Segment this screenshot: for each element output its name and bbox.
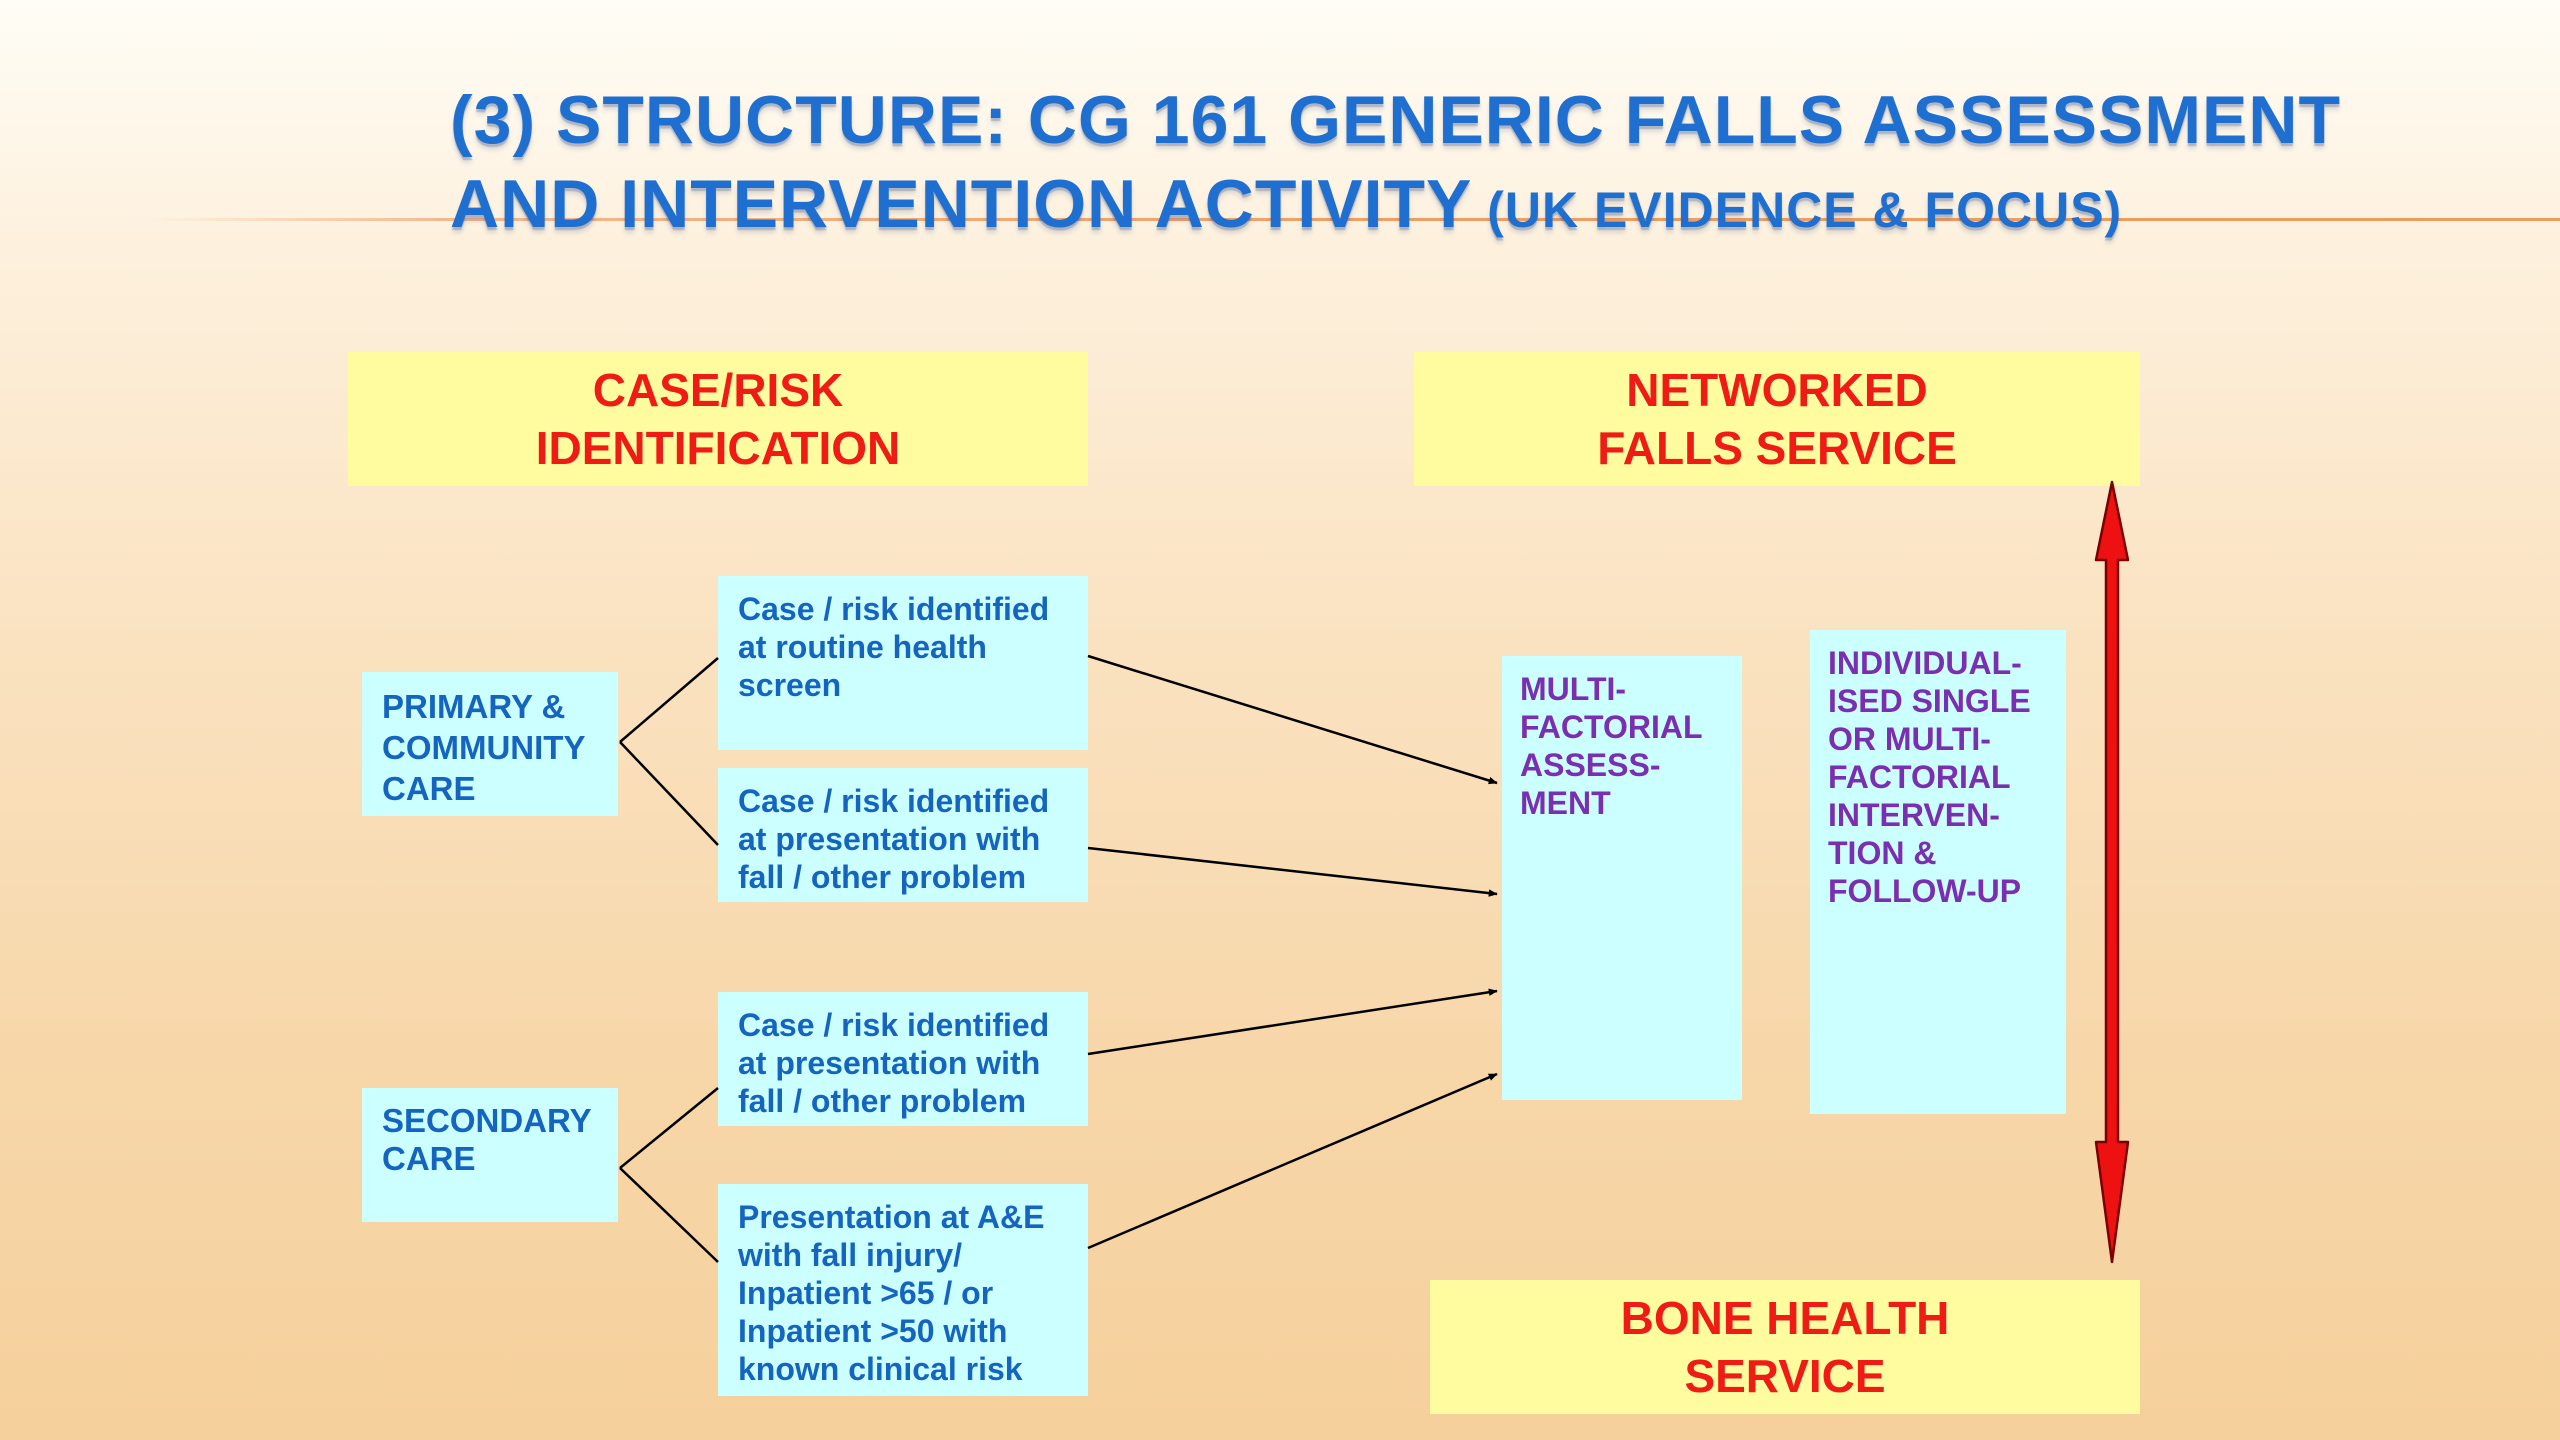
title-underline-rule [150, 218, 2560, 221]
header-case-risk-identification-label: CASE/RISK IDENTIFICATION [535, 364, 901, 474]
presentation-secondary-box: Case / risk identified at presentation w… [718, 992, 1088, 1126]
connector-secondary-to-presentation [619, 1087, 719, 1169]
header-bone-health-service-label: BONE HEALTH SERVICE [1620, 1292, 1950, 1402]
slide-title: (3) Structure: CG 161 Generic Falls Asse… [450, 78, 2470, 247]
connector-primary-to-routine [619, 657, 719, 743]
connector-secondary-to-ae [619, 1167, 719, 1263]
routine-screen-box: Case / risk identified at routine health… [718, 576, 1088, 750]
slide-title-subtitle: (UK Evidence & Focus) [1472, 182, 2123, 239]
header-bone-health-service: BONE HEALTH SERVICE [1430, 1280, 2140, 1414]
secondary-care-box: SECONDARY CARE [362, 1088, 618, 1222]
connector-primary-to-presentation [619, 741, 719, 846]
ae-inpatient-box: Presentation at A&E with fall injury/ In… [718, 1184, 1088, 1396]
double-headed-arrow-falls-bone-health [2094, 480, 2130, 1264]
primary-community-care-box: PRIMARY & COMMUNITY CARE [362, 672, 618, 816]
individualised-intervention-box: INDIVIDUAL- ISED SINGLE OR MULTI- FACTOR… [1810, 630, 2066, 1114]
header-networked-falls-service: NETWORKED FALLS SERVICE [1414, 352, 2140, 486]
arrow-routine-to-assessment [1087, 654, 1498, 785]
multifactorial-assessment-box: MULTI- FACTORIAL ASSESS- MENT [1502, 656, 1742, 1100]
presentation-primary-box: Case / risk identified at presentation w… [718, 768, 1088, 902]
slide-title-main: (3) Structure: CG 161 Generic Falls Asse… [450, 82, 2342, 243]
arrow-presentation-secondary-to-assessment [1087, 988, 1498, 1056]
arrow-ae-to-assessment [1087, 1072, 1498, 1250]
header-case-risk-identification: CASE/RISK IDENTIFICATION [348, 352, 1088, 486]
header-networked-falls-service-label: NETWORKED FALLS SERVICE [1597, 364, 1957, 474]
arrow-presentation-primary-to-assessment [1087, 846, 1498, 897]
